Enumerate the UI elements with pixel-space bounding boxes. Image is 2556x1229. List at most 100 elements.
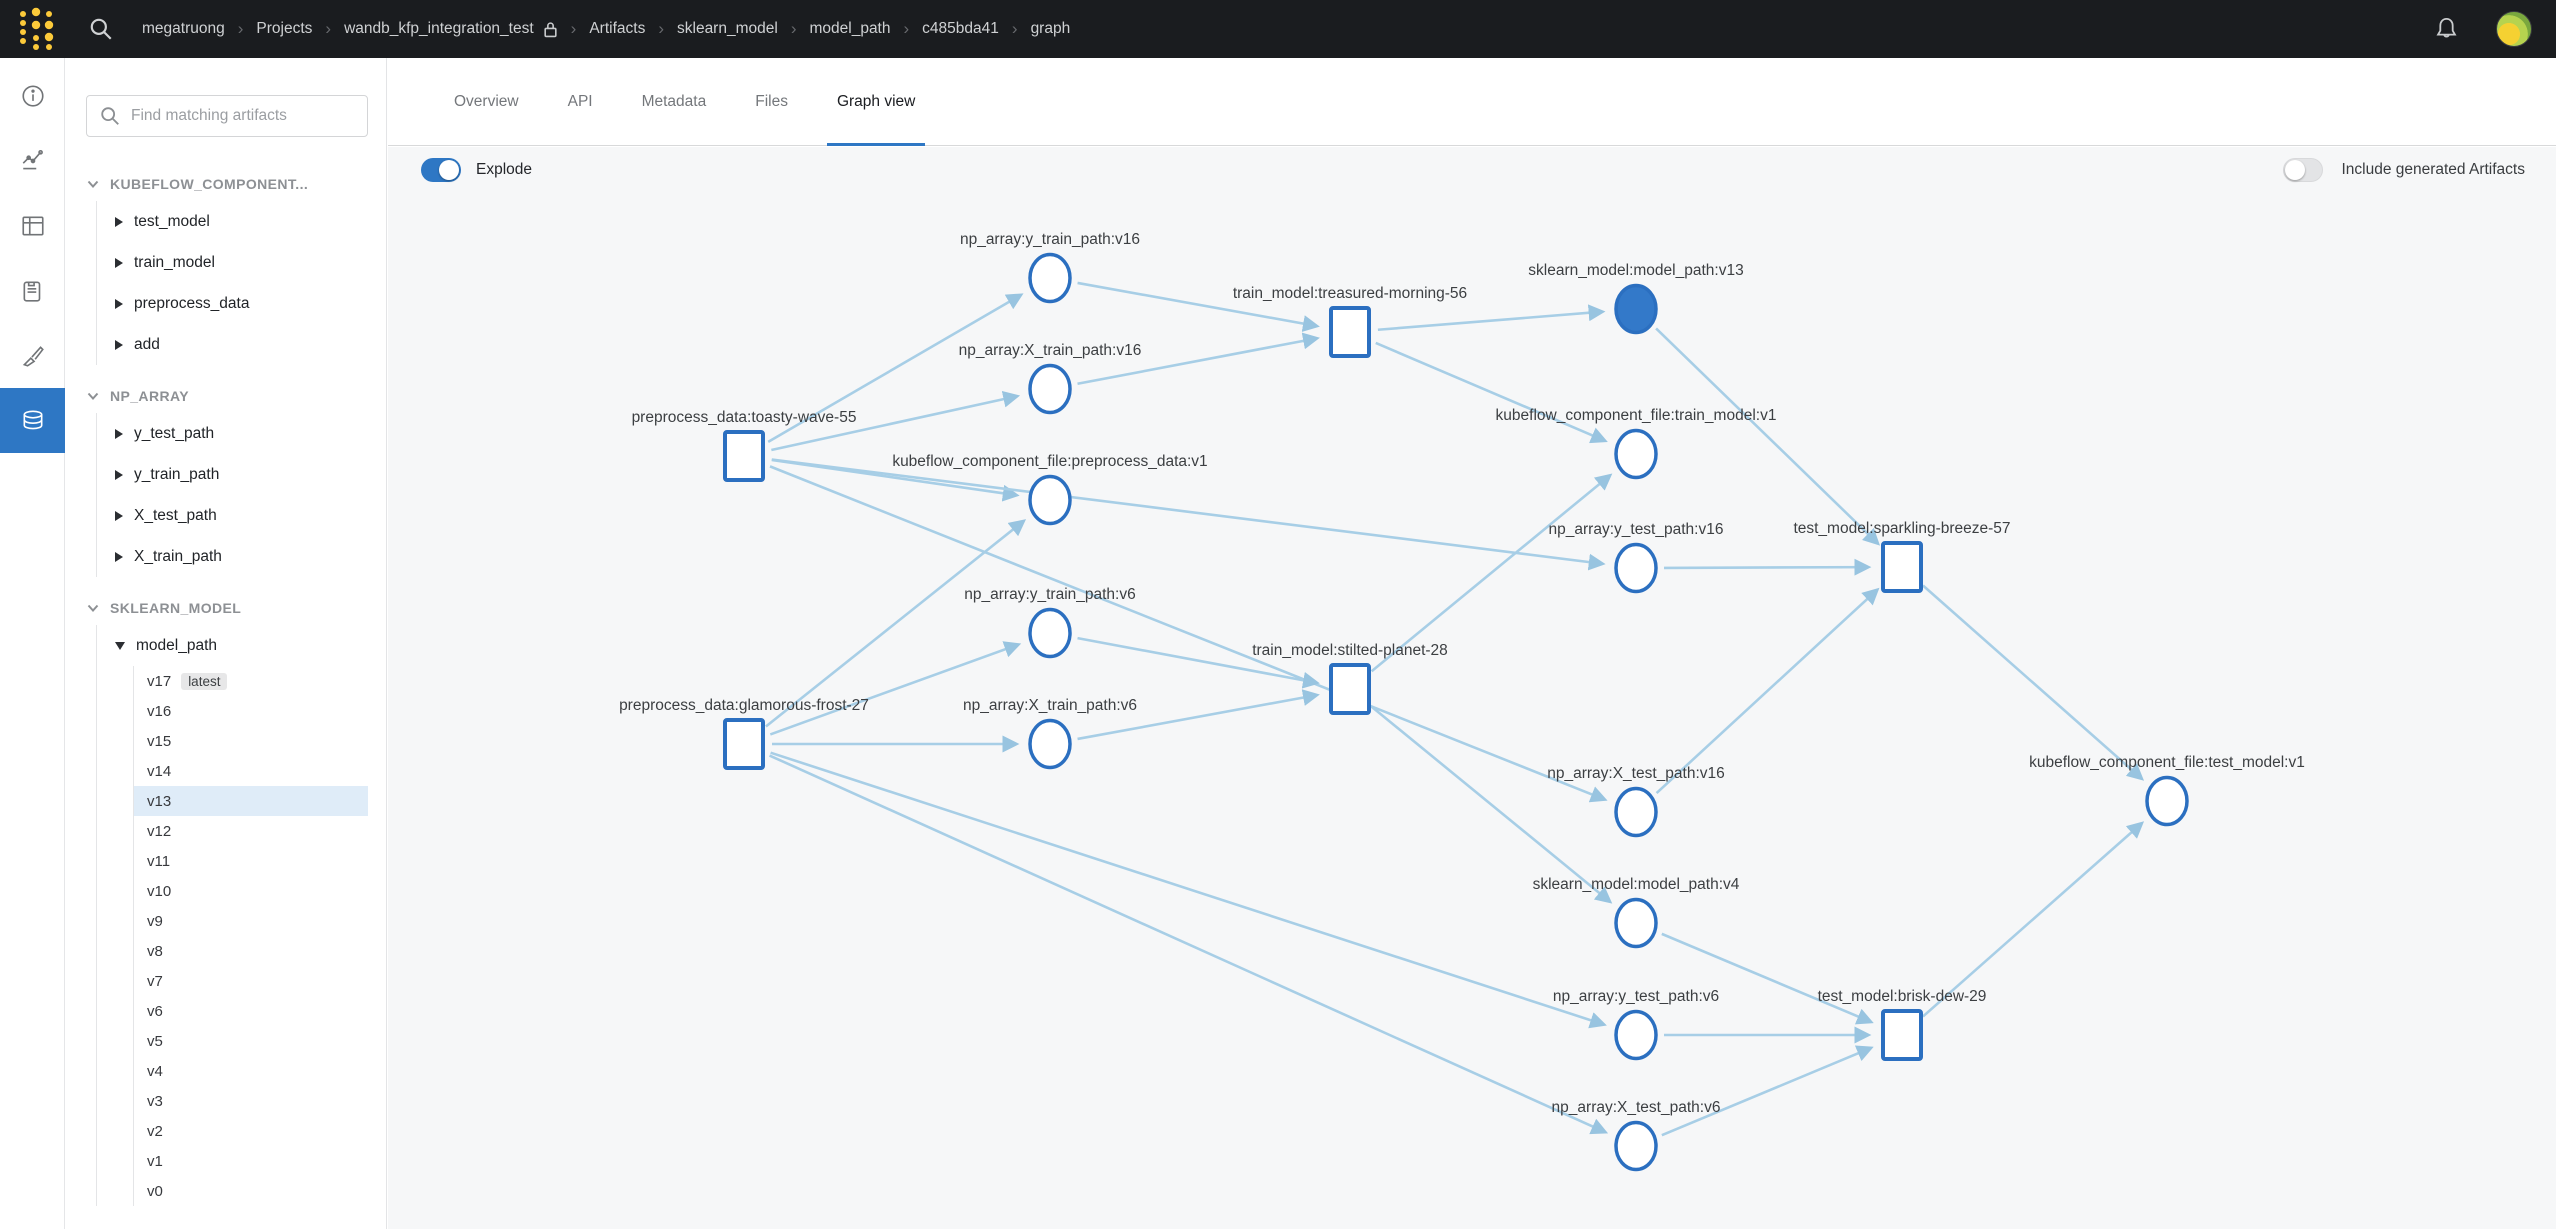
graph-edge-X_train6-stilted [1077, 689, 1320, 741]
graph-node-test_model:sparkling-breeze-57[interactable]: test_model:sparkling-breeze-57 [1793, 520, 2011, 593]
artifact-node-shape [1614, 542, 1658, 594]
wandb-logo-icon[interactable] [16, 6, 58, 52]
rail-table[interactable] [0, 193, 65, 258]
breadcrumb-item[interactable]: model_path [809, 20, 891, 37]
graph-node-preprocess_data:toasty-wave-55[interactable]: preprocess_data:toasty-wave-55 [632, 409, 857, 482]
version-row-v15[interactable]: v15 [147, 732, 172, 750]
version-row-v7[interactable]: v7 [147, 972, 163, 990]
breadcrumb-item[interactable]: Projects [256, 20, 313, 37]
artifact-node-shape [1614, 1120, 1658, 1172]
graph-node-test_model:brisk-dew-29[interactable]: test_model:brisk-dew-29 [1818, 988, 1987, 1061]
graph-edge-m4-brisk [1661, 932, 1874, 1025]
rail-charts[interactable] [0, 128, 65, 193]
graph-node-kubeflow_component_file:preprocess_data:v1[interactable]: kubeflow_component_file:preprocess_data:… [892, 453, 1208, 526]
graph-edge-sparkling-kcf_test [1922, 584, 2145, 781]
version-row-v4[interactable]: v4 [147, 1062, 163, 1080]
graph-node-label: kubeflow_component_file:preprocess_data:… [892, 453, 1207, 470]
graph-node-kubeflow_component_file:test_model:v1[interactable]: kubeflow_component_file:test_model:v1 [2029, 754, 2305, 827]
search-input[interactable] [131, 107, 355, 125]
tree-item-y_test_path[interactable]: y_test_path [115, 413, 368, 454]
include-generated-artifacts-label: Include generated Artifacts [2341, 161, 2525, 178]
graph-node-train_model:stilted-planet-28[interactable]: train_model:stilted-planet-28 [1252, 642, 1448, 715]
graph-edge-y_train16-treasured [1077, 281, 1320, 332]
version-row-v13[interactable]: v13 [134, 786, 368, 816]
include-generated-artifacts-toggle[interactable] [2283, 158, 2324, 182]
rail-artifacts-active[interactable] [0, 388, 65, 453]
tab-files[interactable]: Files [755, 92, 788, 110]
breadcrumb-item[interactable]: wandb_kfp_integration_test [344, 20, 558, 38]
tree-item-X_train_path[interactable]: X_train_path [115, 536, 368, 577]
graph-edge-m13-sparkling [1655, 327, 1881, 546]
breadcrumb-item[interactable]: Artifacts [589, 20, 646, 37]
artifacts-icon [23, 409, 42, 429]
tree-item-test_model[interactable]: test_model [115, 201, 368, 242]
graph-edge-y_test16-sparkling [1663, 558, 1872, 576]
version-row-v0[interactable]: v0 [147, 1182, 163, 1200]
graph-node-np_array:y_test_path:v16[interactable]: np_array:y_test_path:v16 [1549, 521, 1724, 594]
rail-reports[interactable] [0, 258, 65, 323]
tree-section-header[interactable]: KUBEFLOW_COMPONENT... [86, 167, 368, 201]
breadcrumb-item[interactable]: megatruong [142, 20, 225, 37]
bell-icon[interactable] [2433, 15, 2460, 43]
graph-node-np_array:y_train_path:v6[interactable]: np_array:y_train_path:v6 [964, 586, 1136, 659]
tab-metadata[interactable]: Metadata [641, 92, 707, 110]
avatar[interactable] [2496, 11, 2532, 47]
graph-node-np_array:X_test_path:v16[interactable]: np_array:X_test_path:v16 [1547, 765, 1725, 838]
tree-item-train_model[interactable]: train_model [115, 242, 368, 283]
version-row-v8[interactable]: v8 [147, 942, 163, 960]
breadcrumb-item[interactable]: sklearn_model [677, 20, 778, 37]
tree-item-model_path[interactable]: model_path [115, 625, 368, 666]
explode-toggle[interactable] [421, 158, 461, 182]
graph-node-np_array:y_train_path:v16[interactable]: np_array:y_train_path:v16 [960, 231, 1140, 304]
graph-node-np_array:X_train_path:v16[interactable]: np_array:X_train_path:v16 [959, 342, 1142, 415]
reports-icon [23, 281, 40, 302]
graph-node-train_model:treasured-morning-56[interactable]: train_model:treasured-morning-56 [1233, 285, 1467, 358]
version-row-v14[interactable]: v14 [147, 762, 172, 780]
rail-sweeps[interactable] [0, 323, 65, 388]
version-row-v1[interactable]: v1 [147, 1152, 163, 1170]
tree-item-y_train_path[interactable]: y_train_path [115, 454, 368, 495]
version-row-v16[interactable]: v16 [147, 702, 172, 720]
tree-section-header[interactable]: NP_ARRAY [86, 379, 368, 413]
tree-item-X_test_path[interactable]: X_test_path [115, 495, 368, 536]
graph-node-sklearn_model:model_path:v13[interactable]: sklearn_model:model_path:v13 [1528, 262, 1744, 335]
version-row-v3[interactable]: v3 [147, 1092, 163, 1110]
version-row-v2[interactable]: v2 [147, 1122, 163, 1140]
artifact-graph-canvas[interactable]: preprocess_data:toasty-wave-55 preprocess… [388, 147, 2556, 1229]
breadcrumb-item[interactable]: c485bda41 [922, 20, 999, 37]
artifact-node-shape [1614, 283, 1658, 335]
tree-section-header[interactable]: SKLEARN_MODEL [86, 591, 368, 625]
version-row-v9[interactable]: v9 [147, 912, 163, 930]
graph-node-sklearn_model:model_path:v4[interactable]: sklearn_model:model_path:v4 [1533, 876, 1740, 949]
breadcrumb-item[interactable]: graph [1030, 20, 1071, 37]
version-row-v6[interactable]: v6 [147, 1002, 163, 1020]
graph-node-kubeflow_component_file:train_model:v1[interactable]: kubeflow_component_file:train_model:v1 [1496, 407, 1777, 480]
version-row-v5[interactable]: v5 [147, 1032, 163, 1050]
table-icon [21, 216, 44, 235]
tab-api[interactable]: API [567, 92, 593, 110]
tree-item-add[interactable]: add [115, 324, 368, 365]
rail-info[interactable] [0, 63, 65, 128]
artifact-search-box[interactable] [86, 95, 368, 137]
triangle-right-icon [115, 298, 123, 309]
artifact-node-shape [2145, 775, 2189, 827]
artifacts-sidebar: KUBEFLOW_COMPONENT...test_modeltrain_mod… [66, 58, 387, 1229]
breadcrumb-separator: › [570, 19, 577, 38]
left-nav-rail [0, 58, 65, 1229]
graph-edge-glamorous-X_test6 [768, 754, 1609, 1135]
search-icon[interactable] [88, 16, 114, 42]
tab-overview[interactable]: Overview [454, 92, 519, 110]
version-row-v12[interactable]: v12 [147, 822, 172, 840]
tab-graph-view[interactable]: Graph view [826, 58, 926, 146]
version-row-v10[interactable]: v10 [147, 882, 172, 900]
graph-node-np_array:X_train_path:v6[interactable]: np_array:X_train_path:v6 [963, 697, 1137, 770]
graph-edge-glamorous-kcf_pre [765, 519, 1027, 728]
graph-node-label: np_array:X_train_path:v16 [959, 342, 1142, 359]
graph-node-np_array:y_test_path:v6[interactable]: np_array:y_test_path:v6 [1553, 988, 1719, 1061]
tree-item-preprocess_data[interactable]: preprocess_data [115, 283, 368, 324]
version-row-v11[interactable]: v11 [147, 852, 171, 870]
graph-node-preprocess_data:glamorous-frost-27[interactable]: preprocess_data:glamorous-frost-27 [619, 697, 869, 770]
graph-node-np_array:X_test_path:v6[interactable]: np_array:X_test_path:v6 [1552, 1099, 1721, 1172]
graph-node-label: sklearn_model:model_path:v13 [1528, 262, 1743, 279]
